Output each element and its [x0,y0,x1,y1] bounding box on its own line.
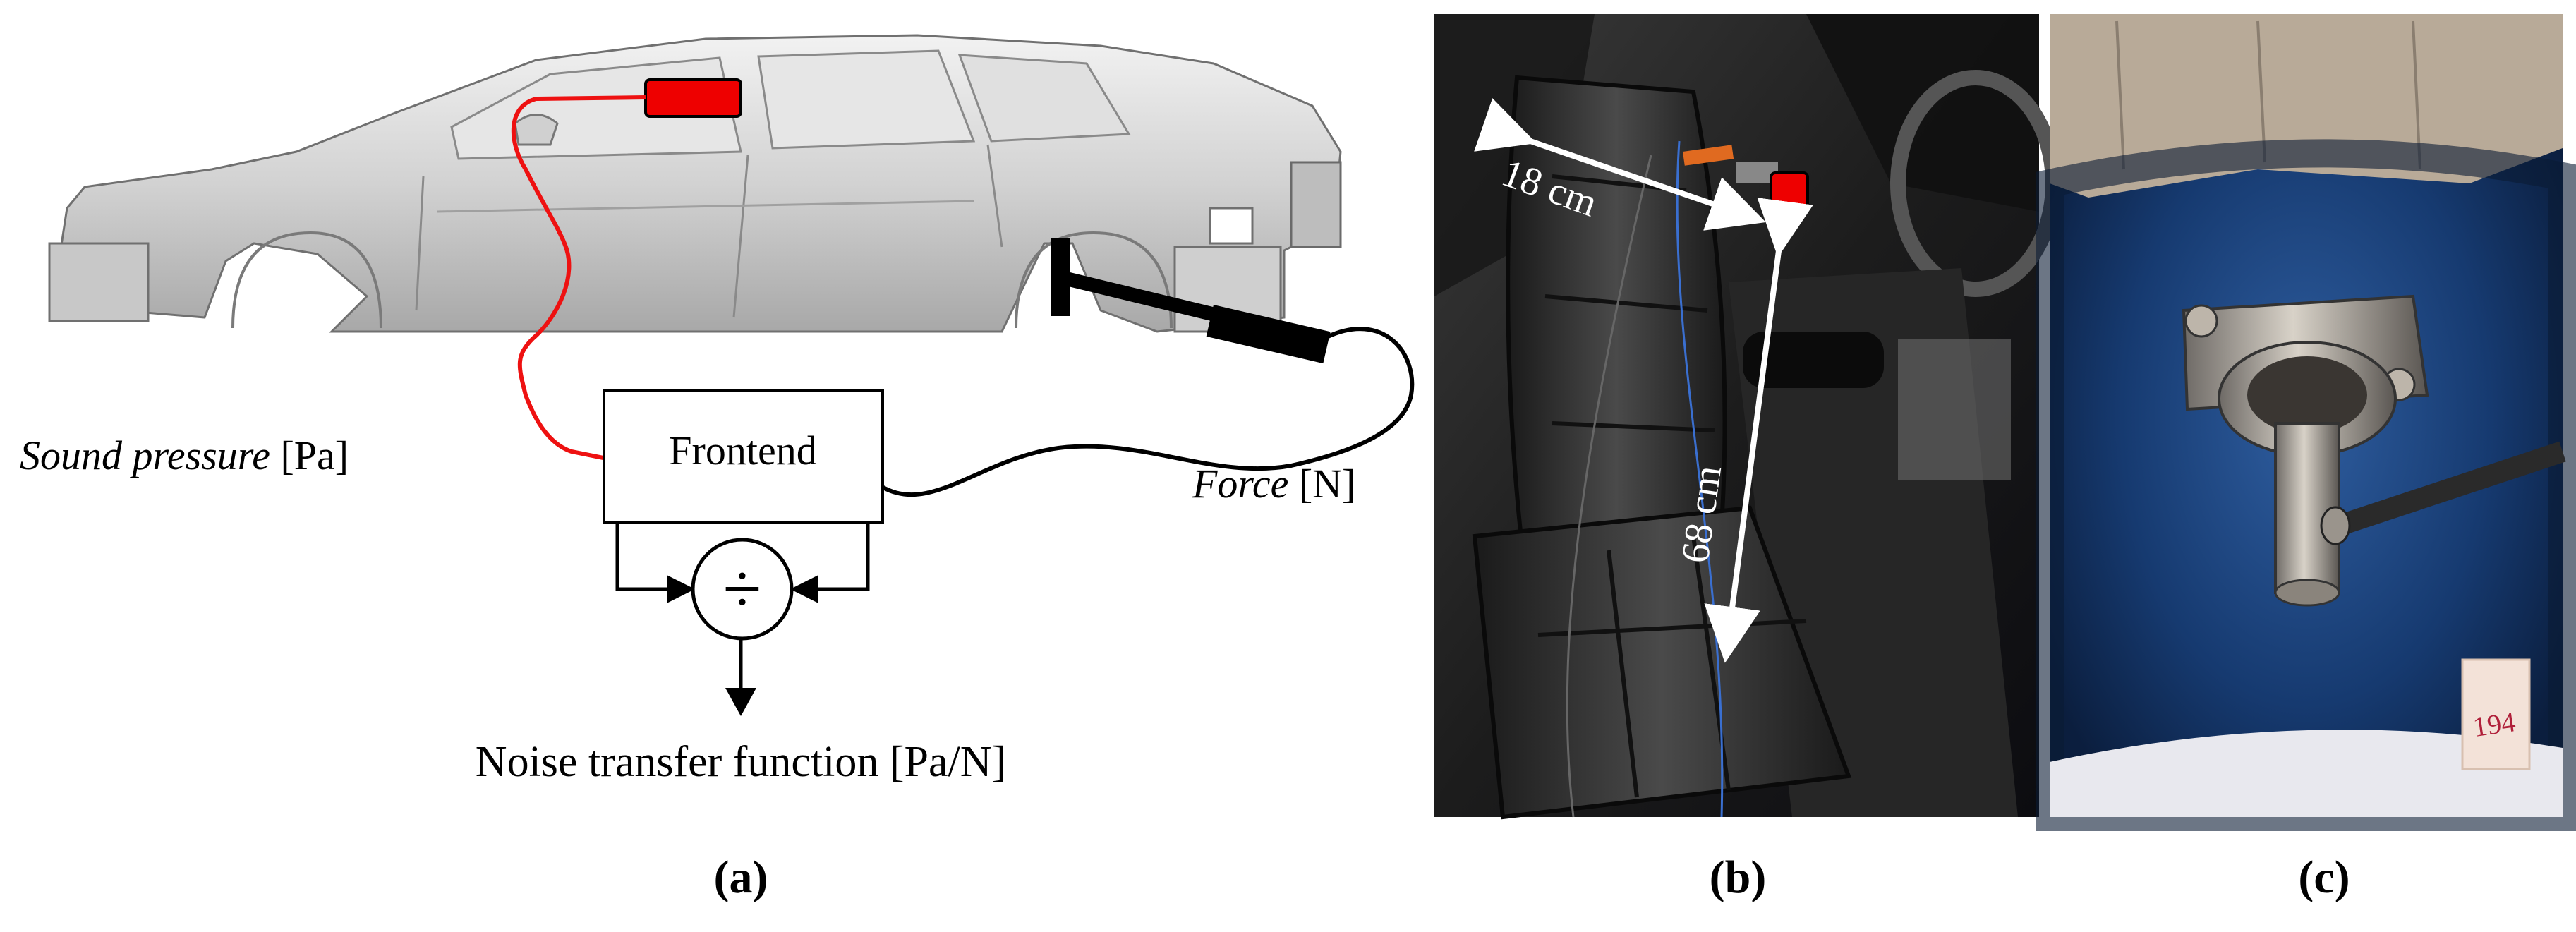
panel-a: Frontend Sound pressure [Pa] Force [N] ÷… [20,34,1415,903]
shaker-mount [2182,294,2566,607]
force-label: Force [N] [1192,461,1355,507]
microphone-marker [644,78,742,118]
panel-c: 194 (c) [2036,14,2576,903]
position-tag [2461,658,2531,770]
sound-pressure-label: Sound pressure [Pa] [20,432,349,478]
impact-hammer [1051,238,1331,364]
caption-b: (b) [1710,852,1767,903]
caption-a: (a) [714,852,768,903]
force-cable [881,327,1415,497]
position-tag-label: 194 [2471,706,2517,743]
car-body-illustration [48,34,1342,333]
microphone-position-marker [1770,171,1809,211]
panel-b: 18 cm 68 cm (b) [1434,14,2061,903]
microphone-cable [511,95,646,461]
frontend-box [603,389,884,524]
noise-transfer-function-label: Noise transfer function [Pa/N] [476,738,1006,786]
division-arrowheads [667,575,818,716]
dimension-arrows [1474,98,1813,663]
caption-c: (c) [2298,852,2350,903]
divide-symbol: ÷ [723,550,762,628]
frontend-label: Frontend [669,428,816,473]
divide-operator [691,538,794,641]
